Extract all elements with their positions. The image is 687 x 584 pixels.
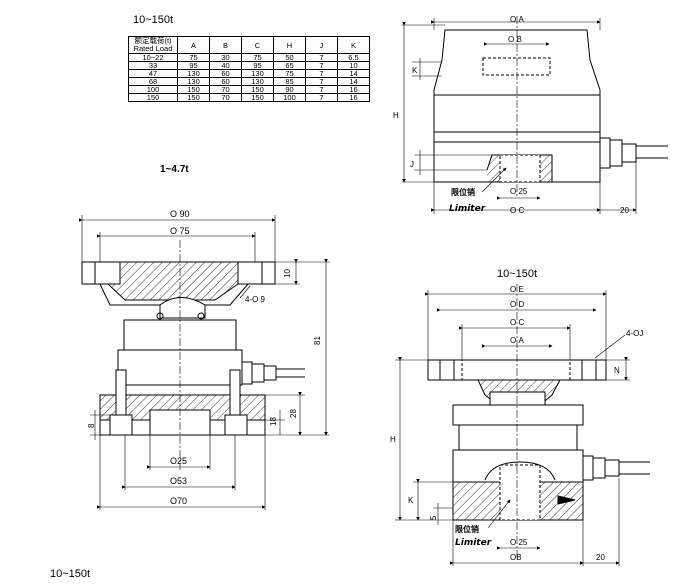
bottom-right-dim-d: Ο D (510, 300, 524, 309)
left-dim-25: Ο25 (170, 456, 187, 466)
bottom-right-limiter-cn: 限位销 (455, 524, 479, 534)
left-dim-8: 8 (87, 423, 96, 428)
top-right-limiter-cn: 限位销 (451, 187, 475, 197)
bottom-right-gland (582, 455, 594, 481)
left-dim-53: Ο53 (170, 476, 187, 486)
bottom-right-dim-b: ΟB (510, 553, 522, 562)
left-dim-90: Ο 90 (170, 209, 190, 219)
left-dim-holes: 4-Ο 9 (245, 295, 266, 304)
header-cn: 额定载荷(t) (134, 36, 172, 45)
top-right-limiter-en: Limiter (449, 204, 486, 214)
left-dim-10: 10 (283, 269, 292, 278)
bottom-right-dim-20: 20 (596, 553, 605, 562)
bottom-right-limiter-en: Limiter (455, 538, 492, 548)
left-dim-18: 18 (269, 417, 278, 426)
top-right-dim-a: Ο A (510, 15, 524, 24)
table-title: 10~150t (133, 14, 174, 26)
left-gland (241, 361, 253, 385)
bottom-right-dim-h: H (390, 435, 396, 444)
bottom-right-dim-a: Ο A (510, 336, 524, 345)
bottom-left-title: 10~150t (50, 568, 91, 580)
bottom-right-dim-holes: 4-ΟJ (626, 329, 643, 338)
top-right-dim-h: H (393, 111, 399, 120)
bottom-right-dim-5: 5 (429, 515, 438, 520)
top-right-dim-c: Ο C (510, 206, 524, 215)
header-en: Rated Load (133, 44, 173, 53)
top-right-dim-25: Ο 25 (510, 187, 528, 196)
table-header-row: 额定载荷(t) Rated Load A B C H J K (128, 36, 370, 54)
top-right-dim-b: Ο B (508, 35, 522, 44)
bottom-right-dim-25: Ο 25 (510, 538, 528, 547)
bottom-right-body (452, 404, 584, 426)
bottom-right-dim-k: K (408, 496, 414, 505)
left-top-plate (81, 261, 276, 306)
bottom-right-view (395, 284, 650, 566)
bottom-right-dim-n: N (614, 366, 620, 375)
top-right-gland (599, 137, 611, 169)
bottom-right-dim-c: Ο C (510, 318, 524, 327)
left-dim-28: 28 (289, 409, 298, 418)
left-dim-70: Ο70 (170, 496, 187, 506)
left-view (79, 215, 330, 510)
top-right-dim-j: J (410, 160, 414, 169)
small-model-title: 1~4.7t (160, 164, 189, 175)
large-model-title: 10~150t (497, 268, 538, 280)
top-right-view (402, 16, 668, 214)
table-cell: 16 (337, 93, 370, 102)
left-dim-81: 81 (313, 336, 322, 345)
bottom-right-dim-e: Ο E (510, 285, 524, 294)
left-dim-75: Ο 75 (170, 226, 190, 236)
top-right-dim-k: K (412, 66, 418, 75)
top-right-dim-20: 20 (620, 206, 629, 215)
